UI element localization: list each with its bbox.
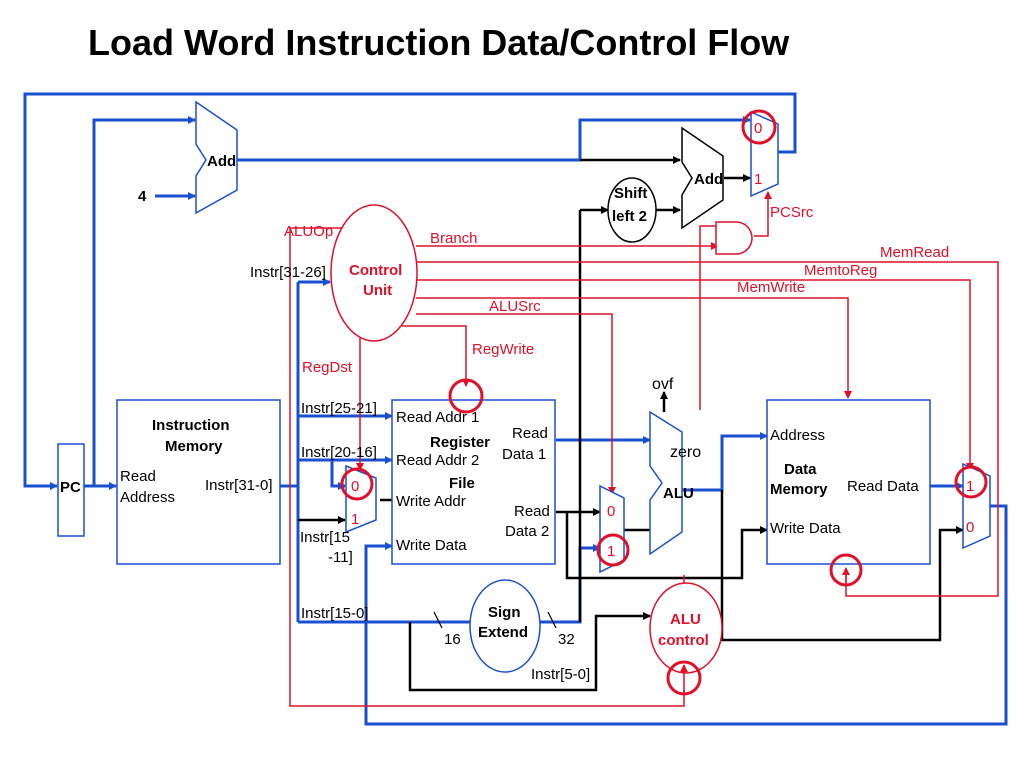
- alu-control-label-1: ALU: [670, 611, 701, 628]
- bus-width-16: 16: [444, 631, 461, 648]
- alu-control: [649, 582, 723, 674]
- reg-read-data2-a: Read: [514, 503, 550, 520]
- field-instr-25-21: Instr[25-21]: [301, 400, 377, 417]
- dmem-read-data-label: Read Data: [847, 478, 919, 495]
- alu: [649, 410, 683, 556]
- regwrite-highlight: [448, 378, 484, 414]
- regdst-mux-highlight: [340, 467, 374, 501]
- reg-read-addr-1: Read Addr 1: [396, 409, 479, 426]
- pc-label: PC: [60, 479, 81, 496]
- field-instr-5-0: Instr[5-0]: [531, 666, 590, 683]
- branch-adder-label: Add: [694, 171, 723, 188]
- signal-regdst: RegDst: [302, 359, 353, 376]
- signal-alusrc: ALUSrc: [489, 298, 541, 315]
- alusrc-mux-input-0: 0: [607, 503, 615, 520]
- memtoreg-mux-highlight: [954, 465, 988, 499]
- field-instr-15-11-a: Instr[15: [300, 529, 350, 546]
- red-wires: [289, 191, 999, 707]
- field-instr-20-16: Instr[20-16]: [301, 444, 377, 461]
- signal-aluop: ALUOp: [284, 223, 333, 240]
- reg-read-data1-a: Read: [512, 425, 548, 442]
- field-instr-31-26: Instr[31-26]: [250, 264, 326, 281]
- shift-label-2: left 2: [612, 208, 647, 225]
- dmem-title-1: Data: [784, 461, 817, 478]
- pc-adder-label: Add: [207, 153, 236, 170]
- reg-read-addr-2: Read Addr 2: [396, 452, 479, 469]
- dmem-title-2: Memory: [770, 481, 828, 498]
- pc-mux-input-0: 0: [754, 120, 762, 137]
- reg-read-data1-b: Data 1: [502, 446, 546, 463]
- signal-branch: Branch: [430, 230, 478, 247]
- signal-regwrite: RegWrite: [472, 341, 534, 358]
- bus-width-32: 32: [558, 631, 575, 648]
- data-memory: [766, 399, 931, 565]
- memtoreg-mux-input-0: 0: [966, 519, 974, 536]
- control-unit: [330, 204, 418, 342]
- pc-source-mux: [750, 110, 779, 198]
- reg-write-data: Write Data: [396, 537, 467, 554]
- regdst-mux-input-0: 0: [351, 478, 359, 495]
- signal-memread: MemRead: [880, 244, 949, 261]
- field-instr-15-0: Instr[15-0]: [301, 605, 369, 622]
- signal-pcsrc: PCSrc: [770, 204, 814, 221]
- instr-mem-title-1: Instruction: [152, 417, 230, 434]
- instr-mem-read-label-1: Read: [120, 468, 156, 485]
- pc-adder: [195, 100, 238, 215]
- alu-ovf-label: ovf: [652, 376, 674, 393]
- instruction-memory: [116, 399, 281, 565]
- dmem-address-label: Address: [770, 427, 825, 444]
- branch-adder: [681, 126, 724, 230]
- register-file: [391, 399, 556, 565]
- pc-register: [57, 443, 85, 537]
- bus-width-mark-16: [433, 611, 443, 629]
- reg-read-data2-b: Data 2: [505, 523, 549, 540]
- memtoreg-mux-input-1: 1: [966, 478, 974, 495]
- branch-and-gate: [715, 221, 753, 255]
- signal-memwrite: MemWrite: [737, 279, 805, 296]
- alu-label: ALU: [663, 485, 694, 502]
- instr-mem-out-label: Instr[31-0]: [205, 477, 273, 494]
- alusrc-mux-highlight: [596, 533, 630, 567]
- reg-file-label-1: Register: [430, 434, 490, 451]
- alusrc-mux-input-1: 1: [607, 543, 615, 560]
- instr-mem-title-2: Memory: [165, 438, 223, 455]
- page-title: Load Word Instruction Data/Control Flow: [88, 22, 790, 63]
- signal-memtoreg: MemtoReg: [804, 262, 877, 279]
- sign-extend-label-2: Extend: [478, 624, 528, 641]
- reg-write-addr: Write Addr: [396, 493, 466, 510]
- sign-extend: [469, 579, 541, 673]
- control-unit-label-1: Control: [349, 262, 402, 279]
- reg-file-label-2: File: [449, 475, 475, 492]
- instr-mem-read-label-2: Address: [120, 489, 175, 506]
- bus-width-mark-32: [547, 611, 557, 629]
- alu-control-label-2: control: [658, 632, 709, 649]
- regdst-mux-input-1: 1: [351, 511, 359, 528]
- control-unit-label-2: Unit: [363, 282, 392, 299]
- constant-four: 4: [138, 188, 147, 205]
- sign-extend-label-1: Sign: [488, 604, 521, 621]
- pc-mux-select-highlight: [741, 109, 777, 145]
- field-instr-15-11-b: -11]: [328, 549, 353, 566]
- alu-zero-label: zero: [670, 444, 701, 461]
- shift-left-2: [607, 177, 657, 243]
- black-wires: [298, 156, 964, 692]
- dmem-write-data-label: Write Data: [770, 520, 841, 537]
- pc-mux-input-1: 1: [754, 171, 762, 188]
- shift-label-1: Shift: [614, 185, 647, 202]
